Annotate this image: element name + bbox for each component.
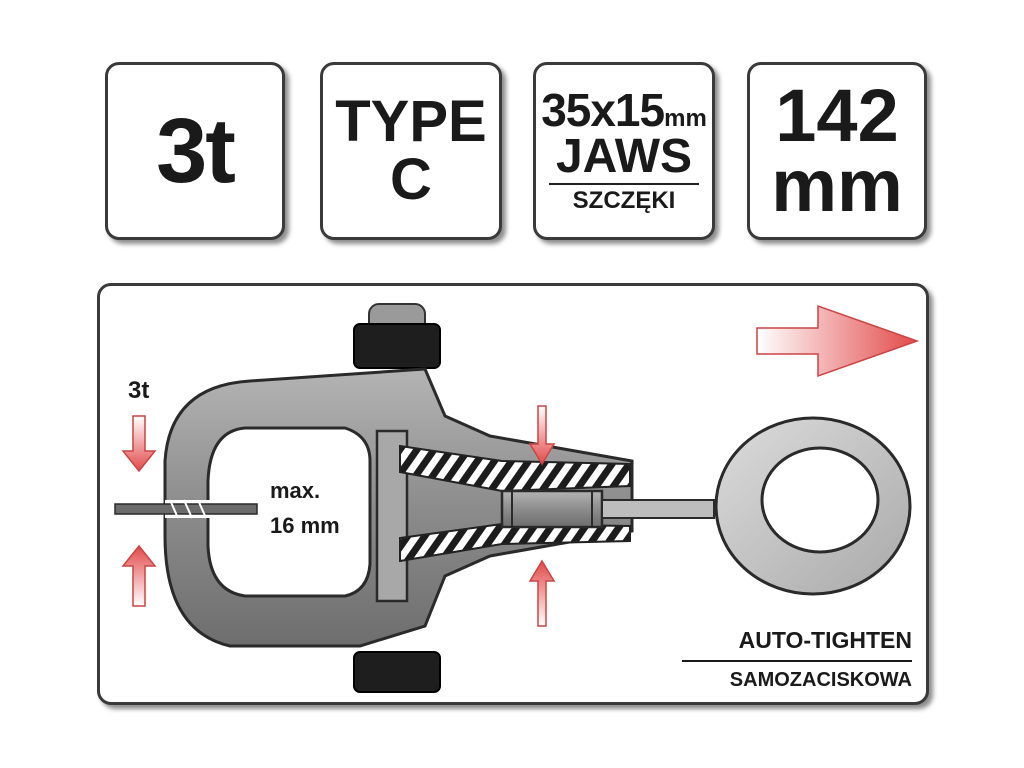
force-arrow-up-left — [121, 544, 157, 607]
jaws-dimension-value: 35x15 — [541, 84, 665, 137]
length-unit: mm — [771, 144, 903, 227]
gap-label-line2: 16 mm — [270, 513, 340, 538]
lower-jaw — [399, 522, 631, 563]
sleeve — [500, 489, 604, 529]
jaws-label-en: JAWS — [555, 130, 693, 184]
capacity-badge: 3t — [105, 62, 285, 240]
diagram-panel: 3t max. 16 mm AUTO-TIGHTEN SAMOZACISKOWA — [97, 283, 929, 705]
feature-label-en: AUTO-TIGHTEN — [739, 627, 912, 653]
bolt-bottom — [353, 651, 441, 693]
eye-ring — [714, 416, 912, 596]
feature-label-pl: SAMOZACISKOWA — [730, 669, 912, 691]
auto-tighten-label: AUTO-TIGHTEN SAMOZACISKOWA — [682, 627, 912, 691]
sheet-metal — [114, 499, 258, 519]
pull-rod — [601, 499, 715, 519]
type-line2: C — [390, 147, 432, 212]
bolt-top — [353, 303, 441, 369]
force-label: 3t — [128, 377, 149, 404]
force-arrow-down-jaw — [528, 405, 556, 466]
force-arrow-down-left — [121, 415, 157, 473]
upper-jaw — [399, 444, 631, 493]
force-arrow-up-jaw — [528, 559, 556, 627]
jaws-dimension: 35x15mm — [541, 87, 707, 133]
length-value: 142 — [775, 73, 899, 157]
type-badge: TYPE C — [320, 62, 502, 240]
gap-label-line1: max. — [270, 478, 320, 503]
capacity-text: 3t — [156, 100, 236, 202]
length-badge: 142 mm — [747, 62, 927, 240]
jaws-dimension-unit: mm — [664, 105, 707, 133]
jaws-badge: 35x15mm JAWS SZCZĘKI — [533, 62, 715, 240]
jaws-label-pl: SZCZĘKI — [549, 183, 699, 214]
pull-direction-arrow — [756, 304, 920, 378]
clamp-illustration: 3t max. 16 mm AUTO-TIGHTEN SAMOZACISKOWA — [114, 303, 920, 693]
type-line1: TYPE — [335, 89, 487, 154]
